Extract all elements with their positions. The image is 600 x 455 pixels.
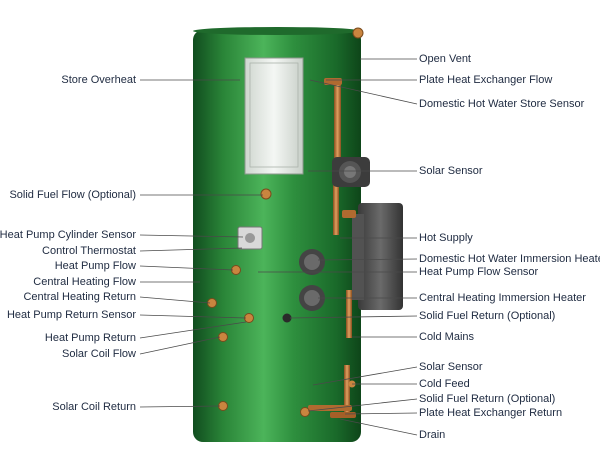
top-panel <box>244 57 304 175</box>
label-solar-coil-return: Solar Coil Return <box>52 401 136 413</box>
label-ch-immersion-heater: Central Heating Immersion Heater <box>419 292 586 304</box>
label-hot-supply: Hot Supply <box>419 232 473 244</box>
open-vent-fitting <box>352 27 364 39</box>
heat-exchanger-block <box>358 203 403 310</box>
label-control-thermostat: Control Thermostat <box>42 245 136 257</box>
label-heat-pump-return: Heat Pump Return <box>44 332 136 344</box>
cylinder-body <box>193 30 361 442</box>
label-solid-fuel-return: Solid Fuel Return (Optional) <box>419 310 556 322</box>
label-cold-mains: Cold Mains <box>419 331 475 343</box>
label-dhw-store-sensor: Domestic Hot Water Store Sensor <box>419 98 585 110</box>
label-open-vent: Open Vent <box>419 53 471 65</box>
label-drain: Drain <box>419 429 446 441</box>
label-solar-sensor-bottom: Solar Sensor <box>419 361 483 373</box>
copper-pipe-vertical <box>334 82 341 168</box>
leader-lines-right <box>258 58 418 436</box>
cylinder-top <box>193 27 361 35</box>
leader-lines-left <box>139 79 263 408</box>
label-solid-fuel-flow: Solid Fuel Flow (Optional) <box>9 189 136 201</box>
label-cold-feed: Cold Feed <box>419 378 470 390</box>
label-solar-coil-flow: Solar Coil Flow <box>62 348 136 360</box>
label-central-heating-return: Central Heating Return <box>23 291 136 303</box>
label-solar-sensor-top: Solar Sensor <box>419 165 483 177</box>
label-heat-pump-cylinder-sensor: Heat Pump Cylinder Sensor <box>0 229 136 241</box>
label-solid-fuel-return-2: Solid Fuel Return (Optional) <box>419 393 556 405</box>
label-plate-heat-exchanger-return: Plate Heat Exchanger Return <box>419 407 563 419</box>
label-heat-pump-flow-sensor: Heat Pump Flow Sensor <box>419 266 539 278</box>
label-heat-pump-flow: Heat Pump Flow <box>54 260 136 272</box>
label-heat-pump-return-sensor: Heat Pump Return Sensor <box>6 309 136 321</box>
label-dhw-immersion-heater: Domestic Hot Water Immersion Heater <box>419 253 600 265</box>
label-store-overheat: Store Overheat <box>61 74 136 86</box>
label-central-heating-flow: Central Heating Flow <box>33 276 136 288</box>
solid-fuel-flow-fitting <box>260 188 272 200</box>
label-plate-heat-exchanger-flow: Plate Heat Exchanger Flow <box>419 74 553 86</box>
